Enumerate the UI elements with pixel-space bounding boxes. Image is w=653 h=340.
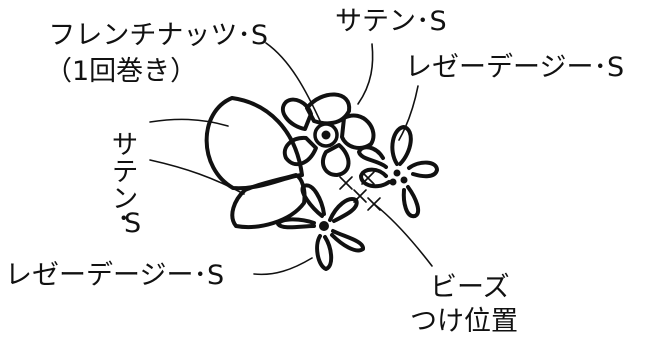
label-lazy-daisy-bottom: レゼーデージー･S <box>5 260 224 291</box>
label-satin-top: サテン･S <box>335 6 447 37</box>
satin-flower-top <box>280 92 376 177</box>
label-beads-position: つけ位置 <box>410 306 518 337</box>
label-satin-left: サテン･ <box>107 130 138 225</box>
label-beads: ビーズ <box>430 272 510 303</box>
label-lazy-daisy-right: レゼーデージー･S <box>405 52 624 83</box>
lazy-daisy-flower-bottom <box>276 183 365 271</box>
french-knot-center <box>313 122 339 148</box>
label-french-knot: フレンチナッツ･S <box>48 20 268 51</box>
leader-lines <box>149 42 433 276</box>
label-french-knot-note: （1回巻き） <box>45 56 197 87</box>
lazy-daisy-flower-right <box>357 125 439 219</box>
satin-leaf-lower <box>230 173 307 229</box>
label-satin-left-s: S <box>124 208 141 239</box>
